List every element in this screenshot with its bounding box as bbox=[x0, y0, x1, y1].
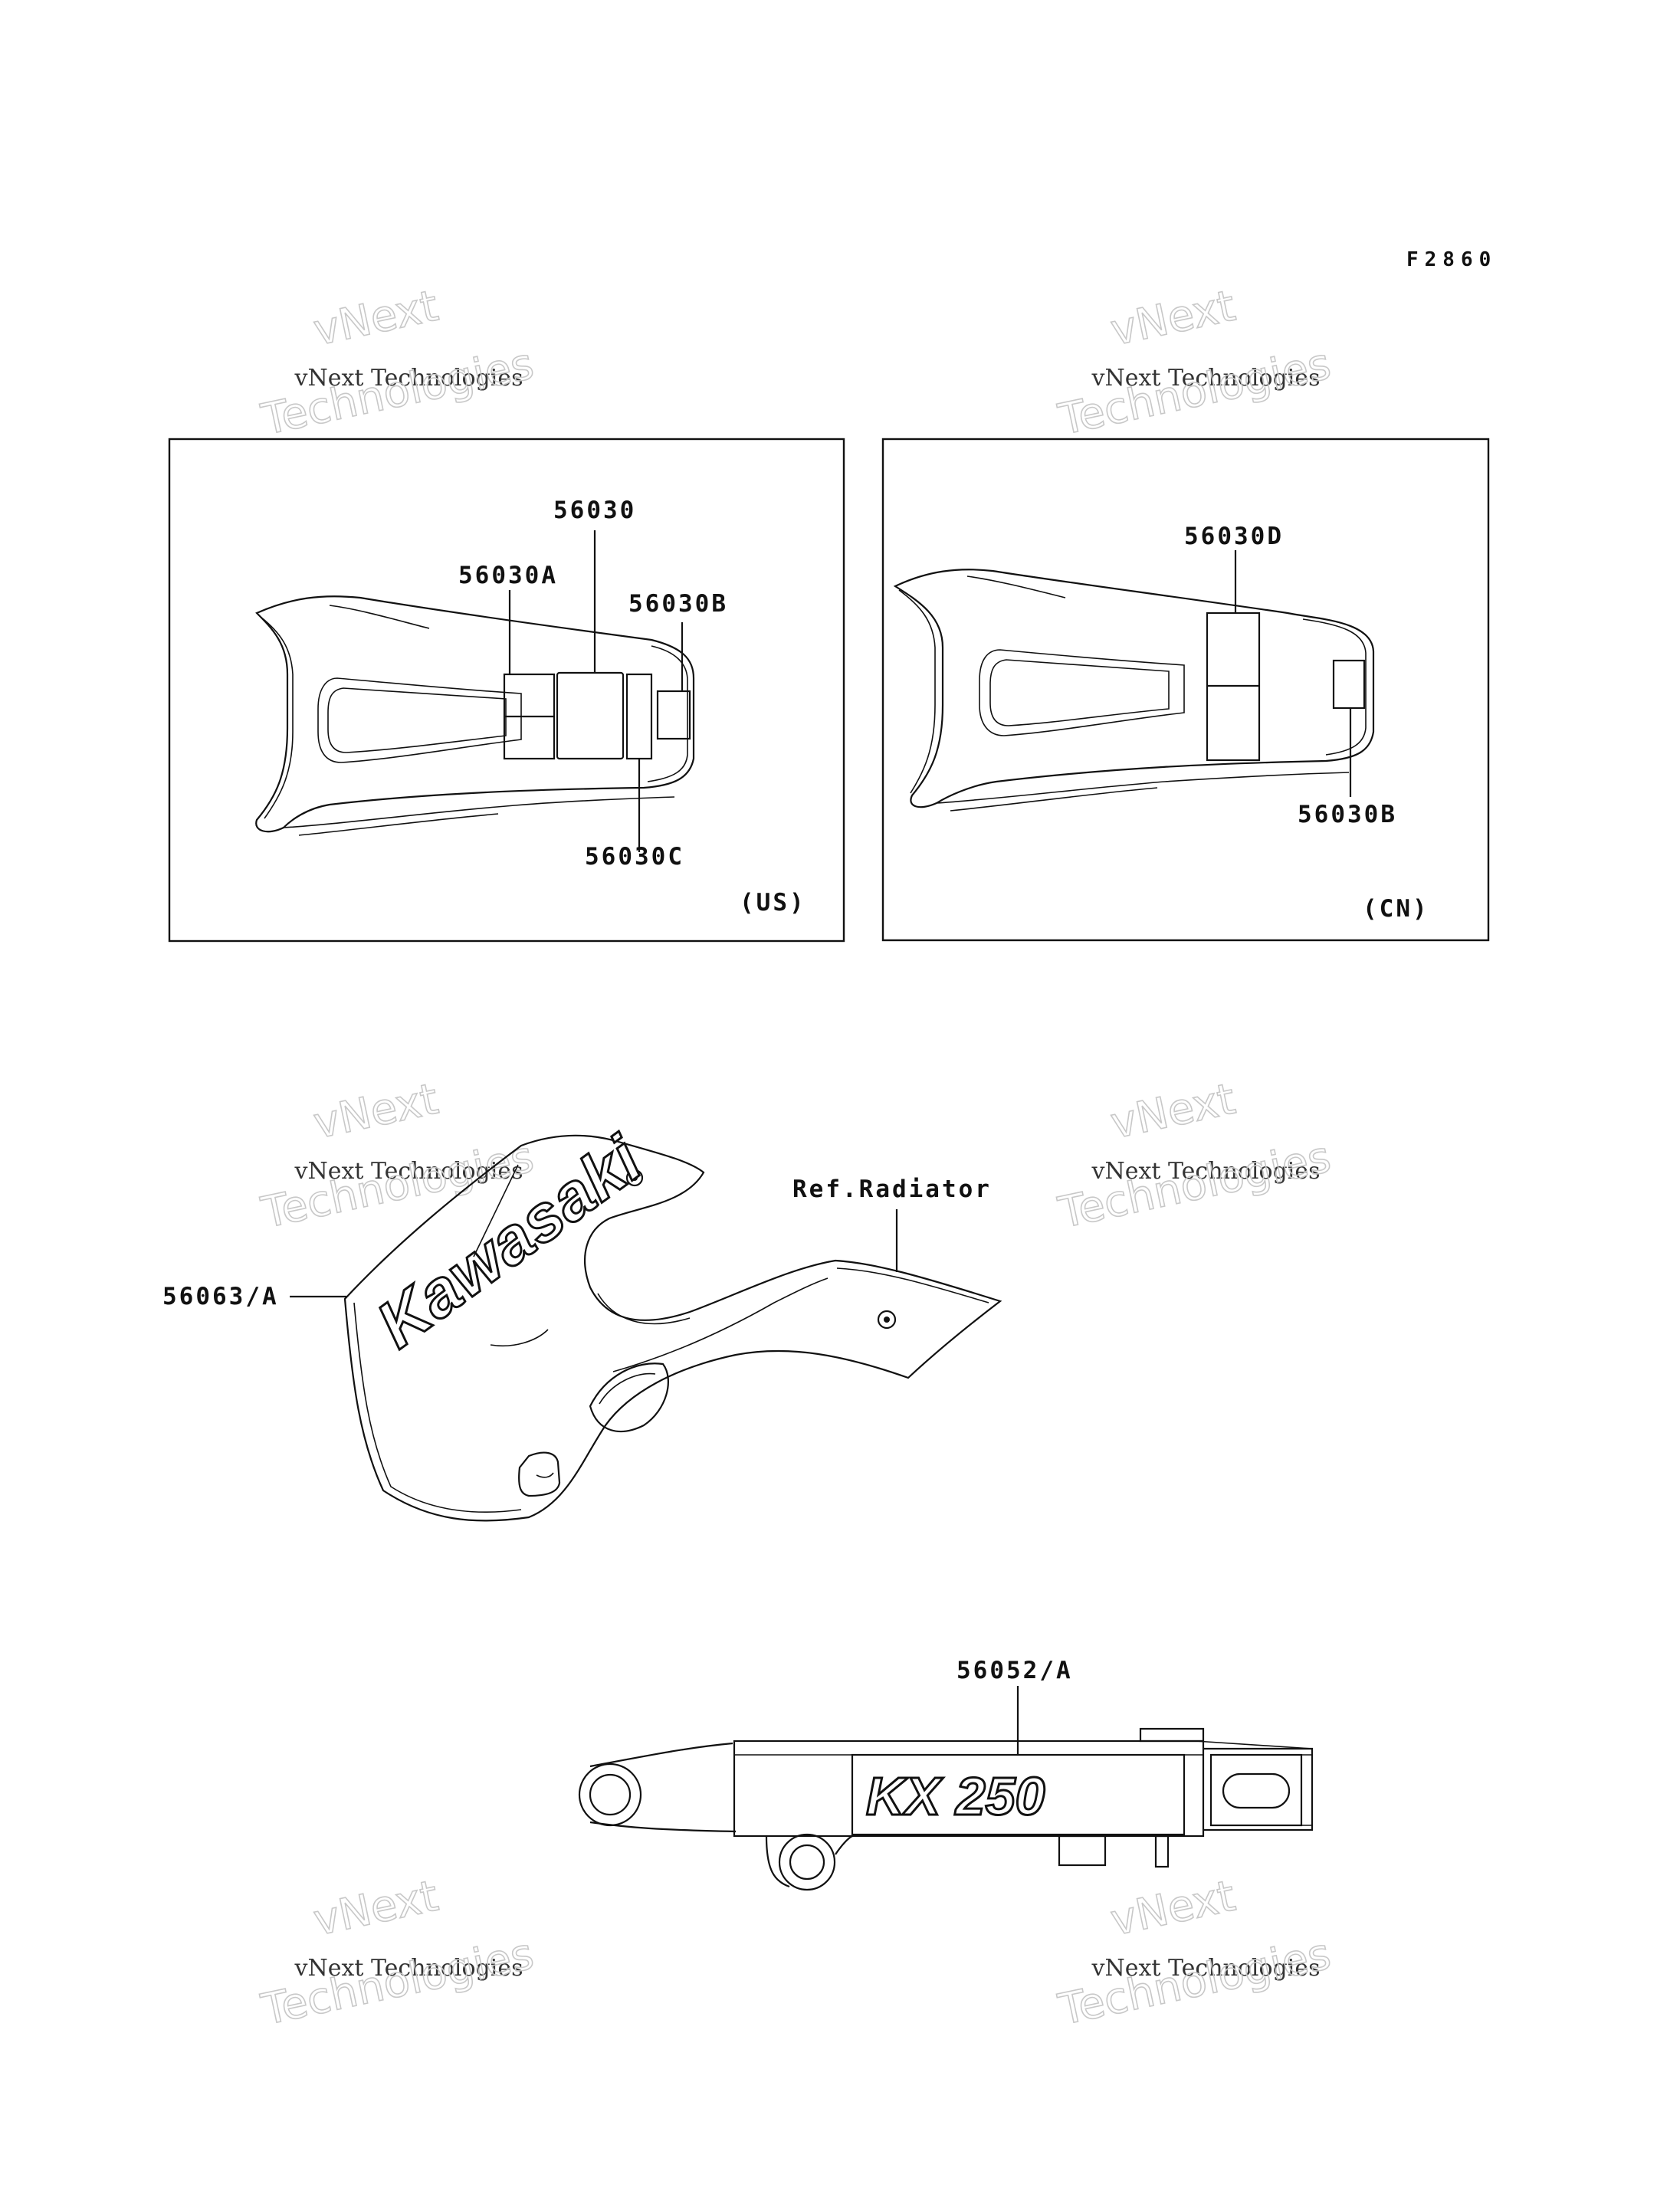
watermark-text-1: vNext bbox=[1107, 1074, 1240, 1149]
decal-56030B-cn bbox=[1332, 659, 1366, 710]
watermark-6: vNext vNext Technologies Technologies bbox=[1054, 1871, 1336, 2036]
swingarm: KX 250 56052/A bbox=[578, 1657, 1314, 1891]
decal-56030 bbox=[556, 671, 625, 760]
watermark-4: vNext vNext Technologies Technologies bbox=[1054, 1074, 1336, 1239]
label-56063A: 56063/A bbox=[162, 1283, 279, 1310]
watermark-text-3: Technologies bbox=[1054, 1929, 1334, 2035]
watermark-text-2: vNext Technologies bbox=[1091, 365, 1321, 392]
watermark-text-3: Technologies bbox=[257, 1929, 537, 2035]
label-ref-radiator: Ref.Radiator bbox=[792, 1176, 992, 1203]
us-panel: 56030 56030A 56030B 56030C (US) bbox=[168, 438, 845, 943]
label-56030B: 56030B bbox=[628, 590, 728, 618]
decal-56030B bbox=[656, 690, 691, 740]
cn-region-label: (CN) bbox=[1363, 895, 1429, 923]
label-56030C: 56030C bbox=[585, 843, 684, 871]
decal-56030C bbox=[625, 673, 653, 760]
label-56030A: 56030A bbox=[458, 562, 558, 589]
watermark-text-2: vNext Technologies bbox=[1091, 1158, 1321, 1185]
watermark-text-1: vNext bbox=[1107, 281, 1240, 356]
watermark-text-3: Technologies bbox=[1054, 1132, 1334, 1238]
watermark-text-2: vNext Technologies bbox=[294, 1955, 523, 1982]
us-region-label: (US) bbox=[740, 889, 806, 917]
watermark-text-3: Technologies bbox=[1054, 339, 1334, 445]
watermark-text-2: vNext Technologies bbox=[294, 1158, 523, 1185]
radiator-shroud: Kawasaki 56063/A Ref.Radiator bbox=[162, 1120, 1002, 1522]
watermark-text-1: vNext bbox=[310, 281, 443, 356]
watermark-text-2: vNext Technologies bbox=[1091, 1955, 1321, 1982]
us-seat-drawing bbox=[255, 595, 695, 836]
label-56030: 56030 bbox=[553, 497, 636, 524]
label-56030B-cn: 56030B bbox=[1298, 801, 1397, 828]
watermark-text-3: Technologies bbox=[257, 339, 537, 445]
watermark-5: vNext vNext Technologies Technologies bbox=[257, 1871, 539, 2036]
label-56030D: 56030D bbox=[1184, 523, 1284, 550]
cn-seat-drawing bbox=[893, 569, 1375, 812]
watermark-2: vNext vNext Technologies Technologies bbox=[1054, 280, 1336, 446]
watermark-text-1: vNext bbox=[310, 1074, 443, 1149]
watermark-text-1: vNext bbox=[310, 1871, 443, 1946]
us-panel-frame bbox=[168, 438, 845, 943]
swingarm-decal-text: KX 250 bbox=[866, 1766, 1045, 1826]
cn-panel: 56030D 56030B (CN) bbox=[881, 438, 1490, 942]
watermark-text-1: vNext bbox=[1107, 1871, 1240, 1946]
figure-code: F2860 bbox=[1406, 248, 1497, 271]
watermark-1: vNext vNext Technologies Technologies bbox=[257, 280, 539, 446]
watermark-text-2: vNext Technologies bbox=[294, 365, 523, 392]
label-56052A: 56052/A bbox=[956, 1657, 1073, 1684]
cn-panel-frame bbox=[881, 438, 1490, 942]
